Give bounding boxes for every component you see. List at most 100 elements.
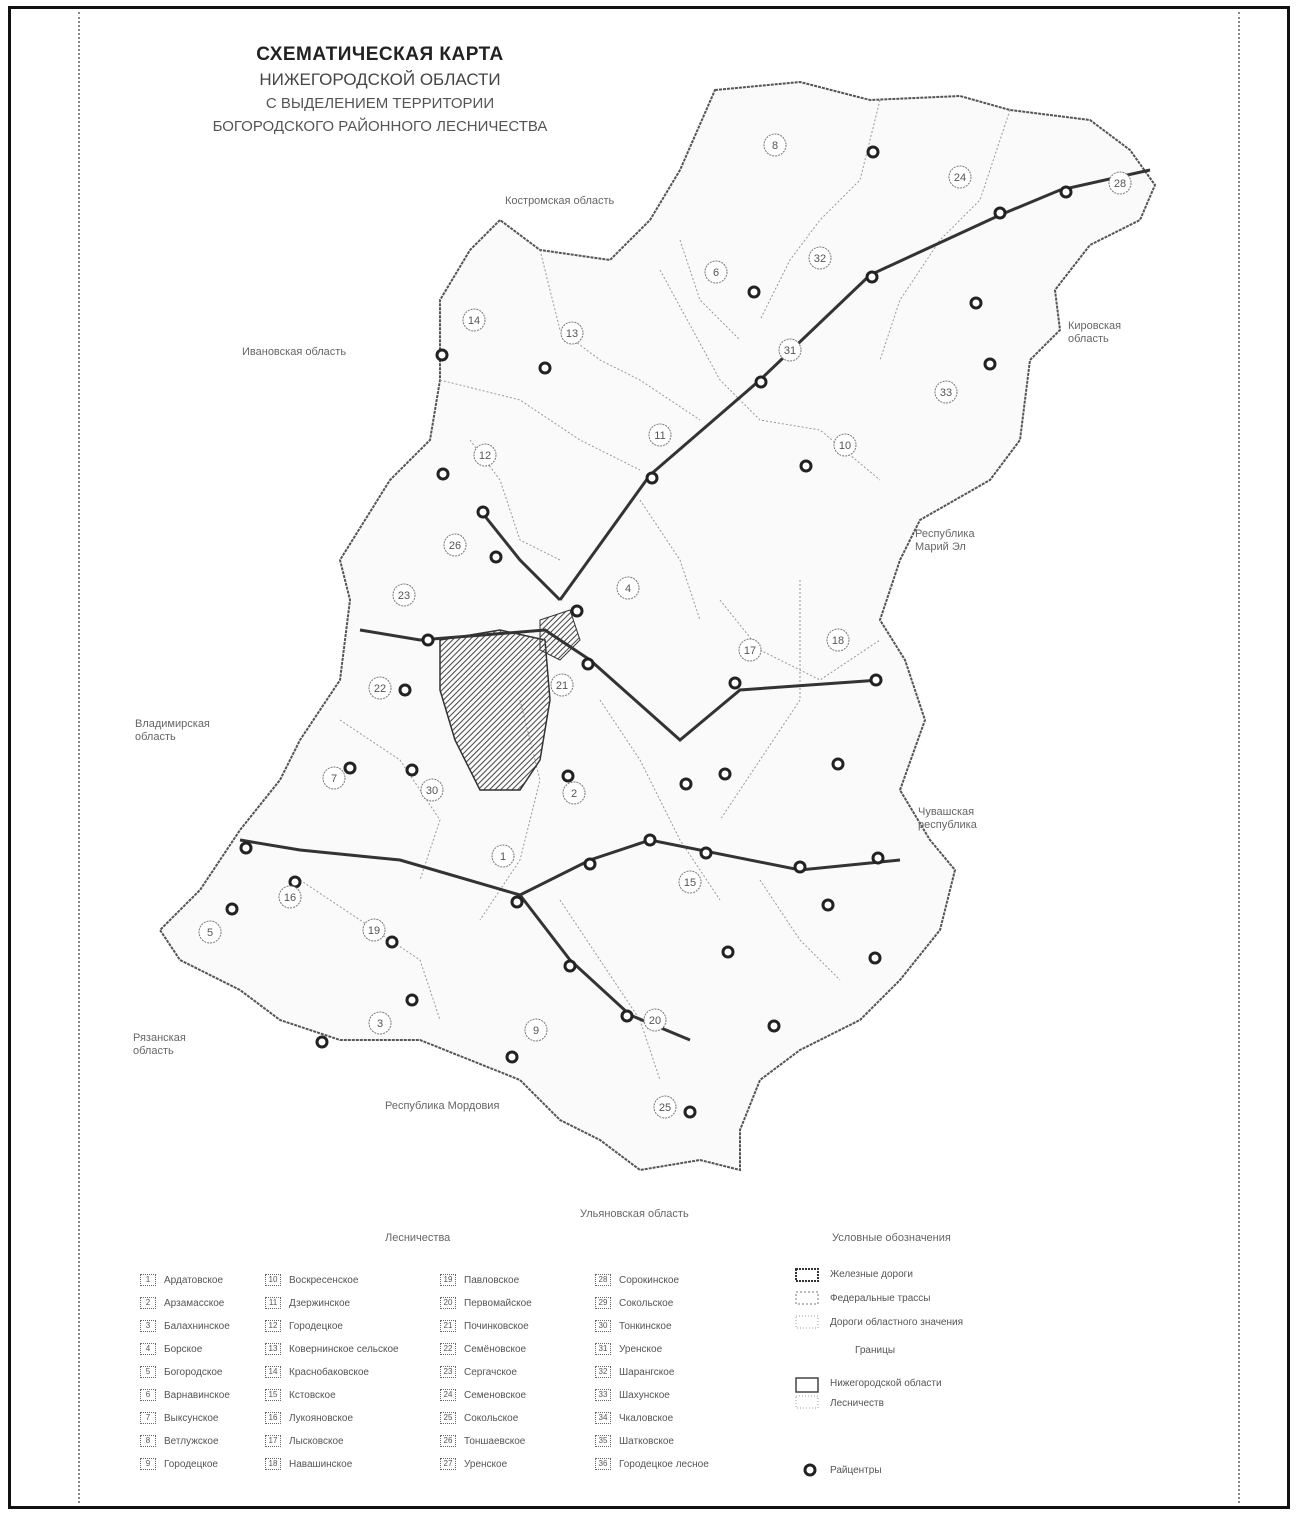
page-frame (8, 6, 1290, 1509)
legend-district-border: Лесничеств (830, 1397, 884, 1409)
neighbor-mari-el: Республика Марий Эл (915, 528, 975, 553)
district-marker (616, 576, 640, 600)
legend-number: 5 (140, 1366, 156, 1378)
legend-label: Дзержинское (289, 1297, 351, 1309)
legend-label: Борское (164, 1343, 203, 1355)
district-marker (1108, 171, 1132, 195)
legend-number: 32 (595, 1366, 611, 1378)
district-marker (934, 380, 958, 404)
legend-item: 28 Сорокинское (595, 1272, 679, 1288)
district-marker (392, 583, 416, 607)
district-number: 33 (940, 387, 952, 399)
district-marker (443, 533, 467, 557)
legend-label: Лукояновское (289, 1412, 354, 1424)
legend-label: Краснобаковское (289, 1366, 369, 1378)
legend-label: Починковское (464, 1320, 529, 1332)
legend-number: 10 (265, 1274, 281, 1286)
legend-settlement: Райцентры (830, 1464, 882, 1476)
legend-label: Навашинское (289, 1458, 353, 1470)
legend-number: 1 (140, 1274, 156, 1286)
legend-number: 35 (595, 1435, 611, 1447)
district-marker (648, 423, 672, 447)
legend-districts-title: Лесничества (385, 1232, 451, 1244)
legend-label: Семеновское (464, 1389, 527, 1401)
district-number: 3 (377, 1018, 383, 1030)
legend-number: 31 (595, 1343, 611, 1355)
district-number: 31 (784, 345, 796, 357)
settlements (225, 145, 1073, 1119)
legend-number: 36 (595, 1458, 611, 1470)
district-marker (462, 308, 486, 332)
district-marker (704, 260, 728, 284)
district-number: 13 (566, 328, 578, 340)
legend-label: Лысковское (289, 1435, 344, 1447)
district-number: 22 (374, 683, 386, 695)
district-number: 14 (468, 315, 480, 327)
legend-label: Первомайское (464, 1297, 532, 1309)
legend-label: Сокольское (619, 1297, 674, 1309)
legend-number: 4 (140, 1343, 156, 1355)
legend-number: 18 (265, 1458, 281, 1470)
legend-label: Тоншаевское (464, 1435, 526, 1447)
district-marker (473, 443, 497, 467)
legend-label: Ковернинское сельское (289, 1343, 399, 1355)
legend-number: 2 (140, 1297, 156, 1309)
legend-label: Городецкое (164, 1458, 218, 1470)
district-number: 4 (625, 583, 631, 595)
district-marker (948, 165, 972, 189)
legend-item: 13 Ковернинское сельское (265, 1341, 399, 1357)
district-number: 6 (713, 267, 719, 279)
legend-label: Городецкое лесное (619, 1458, 709, 1470)
district-number: 11 (654, 430, 665, 442)
district-number: 21 (556, 680, 568, 692)
legend-number: 27 (440, 1458, 456, 1470)
legend-label: Сергачское (464, 1366, 517, 1378)
legend-number: 3 (140, 1320, 156, 1332)
legend-label: Ардатовское (164, 1274, 224, 1286)
legend-label: Уренское (619, 1343, 663, 1355)
district-marker (562, 781, 586, 805)
left-margin-line (78, 12, 80, 1503)
legend-label: Балахнинское (164, 1320, 230, 1332)
right-margin-line (1238, 12, 1240, 1503)
district-marker (198, 920, 222, 944)
legend-label: Ветлужское (164, 1435, 219, 1447)
legend-railways: Железные дороги (830, 1268, 913, 1280)
district-marker (368, 1011, 392, 1035)
district-number: 23 (398, 590, 410, 602)
legend-label: Кстовское (289, 1389, 336, 1401)
legend-number: 14 (265, 1366, 281, 1378)
district-labels: 8632282413143112433101817152273015311920… (198, 133, 1132, 1119)
legend-number: 13 (265, 1343, 281, 1355)
legend-label: Варнавинское (164, 1389, 230, 1401)
legend-label: Сорокинское (619, 1274, 679, 1286)
legend-item: 9 Городецкое (140, 1456, 218, 1472)
district-marker (420, 778, 444, 802)
legend-number: 9 (140, 1458, 156, 1470)
district-marker (491, 844, 515, 868)
legend-number: 28 (595, 1274, 611, 1286)
district-marker (826, 628, 850, 652)
legend-label: Семёновское (464, 1343, 527, 1355)
legend-label: Арзамасское (164, 1297, 225, 1309)
legend-item: 31 Уренское (595, 1341, 662, 1357)
district-number: 1 (500, 851, 506, 863)
legend-label: Павловское (464, 1274, 520, 1286)
district-marker (524, 1018, 548, 1042)
legend-item: 2 Арзамасское (140, 1295, 224, 1311)
district-number: 25 (659, 1102, 671, 1114)
